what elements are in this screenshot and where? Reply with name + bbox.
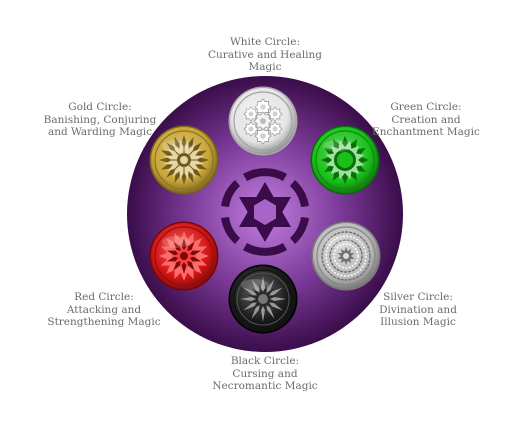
mandala-icon (159, 135, 209, 185)
label-white: White Circle: Curative and Healing Magic (207, 36, 323, 74)
medallion-group (149, 86, 381, 334)
concentric-rings-icon (321, 231, 371, 281)
gold-circle-medallion (149, 125, 219, 195)
label-white-line-1: White Circle: (229, 36, 301, 48)
green-circle-medallion (310, 125, 380, 195)
label-green-line-1: Green Circle: (390, 101, 462, 113)
label-green-line-2: Creation and (391, 113, 461, 126)
label-black-line-2: Cursing and (232, 367, 298, 380)
label-black-line-1: Black Circle: (230, 355, 300, 367)
spiked-star-icon (236, 272, 290, 326)
label-gold: Gold Circle: Banishing, Conjuring and Wa… (36, 101, 164, 139)
label-gold-line-2: Banishing, Conjuring (43, 113, 157, 126)
label-red-line-3: Strengthening Magic (47, 316, 161, 328)
white-circle-medallion (228, 86, 298, 156)
label-silver: Silver Circle: Divination and Illusion M… (364, 291, 472, 329)
emblem-ring-segment-sw (221, 217, 240, 244)
label-black-line-3: Necromantic Magic (212, 380, 318, 392)
emblem-ring-segment-ne (290, 180, 309, 207)
emblem-ring-segment-se (290, 217, 309, 244)
label-white-line-3: Magic (248, 61, 282, 73)
hexagram-center-hole (254, 199, 276, 225)
label-silver-line-2: Divination and (379, 303, 457, 316)
flower-star-icon (159, 231, 209, 281)
black-circle-medallion (228, 264, 298, 334)
red-circle-medallion (149, 221, 219, 291)
label-green: Green Circle: Creation and Enchantment M… (366, 101, 486, 139)
label-red-line-2: Attacking and (66, 303, 142, 316)
emblem-ring-segment-nw (221, 180, 240, 207)
label-gold-line-3: and Warding Magic (47, 126, 153, 138)
emblem-ring-segment-n (243, 168, 287, 181)
hexagram-emblem (221, 168, 309, 256)
label-red: Red Circle: Attacking and Strengthening … (40, 291, 168, 329)
label-silver-line-1: Silver Circle: (383, 291, 453, 303)
silver-circle-medallion (311, 221, 381, 291)
emblem-ring-segment-s (243, 243, 287, 256)
label-white-line-2: Curative and Healing (207, 48, 323, 61)
label-green-line-3: Enchantment Magic (372, 126, 480, 138)
label-black: Black Circle: Cursing and Necromantic Ma… (205, 355, 325, 393)
sun-icon (321, 136, 369, 184)
label-red-line-1: Red Circle: (74, 291, 134, 303)
label-silver-line-3: Illusion Magic (380, 316, 456, 328)
label-gold-line-1: Gold Circle: (68, 101, 132, 113)
gear-cluster-icon (243, 98, 283, 145)
